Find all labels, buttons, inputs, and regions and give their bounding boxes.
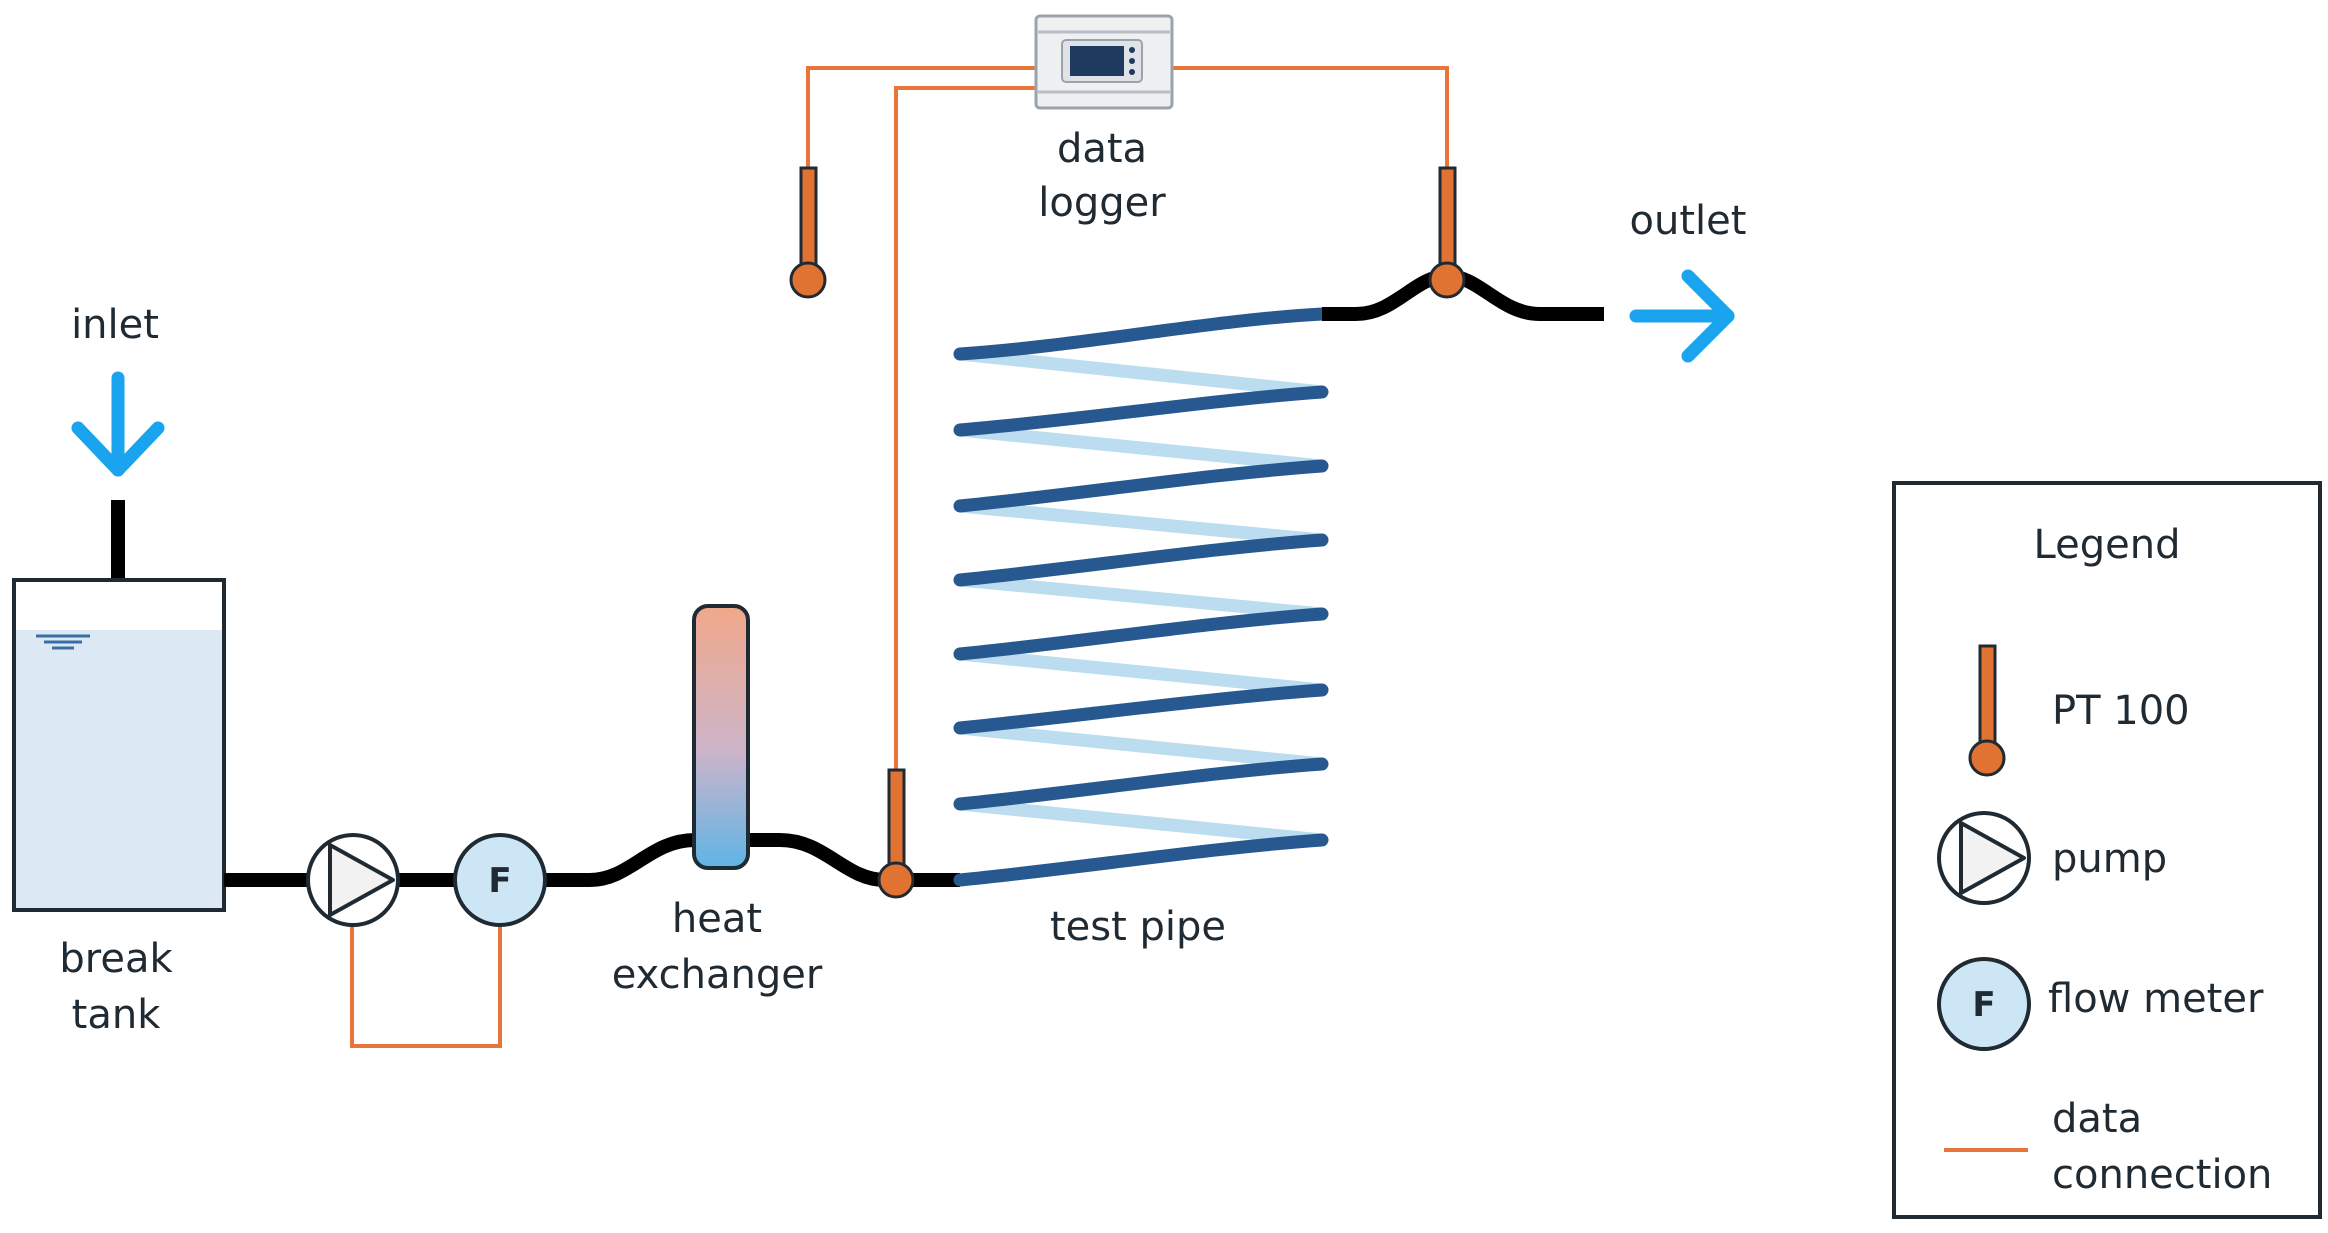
pump-icon (1937, 811, 2031, 905)
data-logger: data logger (1034, 14, 1174, 226)
flow-meter-icon: F (1937, 957, 2031, 1051)
legend-flow-meter-letter: F (1972, 985, 1995, 1025)
break-tank-label-line1: break (59, 936, 173, 982)
legend-label-pt100: PT 100 (2052, 688, 2190, 734)
data-connections (350, 66, 1449, 1048)
inlet-arrow-icon (71, 371, 165, 477)
flow-meter-icon: F (453, 833, 547, 927)
break-tank-label-line2: tank (72, 992, 162, 1038)
legend-label-data-connection-line1: data (2052, 1096, 2142, 1142)
legend-label-data-connection-line2: connection (2052, 1152, 2272, 1198)
legend-item-data-connection: data connection (1944, 1096, 2272, 1198)
inlet-thermometer-icon (877, 768, 915, 899)
test-pipe-coil: test pipe (953, 307, 1329, 950)
heat-exchanger-label-line2: exchanger (612, 952, 823, 998)
data-logger-label-line2: logger (1038, 180, 1166, 226)
coil-back-segments (953, 347, 1329, 847)
data-logger-label-line1: data (1057, 126, 1147, 172)
coil-front-segments (953, 307, 1329, 887)
legend-item-flow-meter: F flow meter (1937, 957, 2264, 1051)
legend-item-pt100: PT 100 (1968, 644, 2190, 777)
outlet-thermometer-icon (1428, 166, 1466, 299)
inlet: inlet (71, 302, 165, 580)
break-tank: break tank (12, 578, 226, 1038)
legend-title: Legend (2034, 522, 2181, 568)
data-connection-logger-outlet-sensor (1168, 66, 1449, 168)
pump-icon (306, 833, 400, 927)
legend: Legend PT 100 pump F flow meter dat (1892, 481, 2322, 1219)
legend-label-flow-meter: flow meter (2048, 976, 2264, 1022)
data-connection-pump-flowmeter (350, 926, 502, 1048)
legend-label-pump: pump (2052, 836, 2167, 882)
heat-exchanger-label-line1: heat (672, 896, 762, 942)
thermometer-icon (1968, 644, 2006, 777)
outlet-label: outlet (1630, 198, 1747, 244)
outlet-arrow-icon (1629, 269, 1735, 363)
data-connection-logger-left-sensor (806, 66, 1040, 168)
data-connection-logger-inlet-sensor (894, 86, 1040, 770)
heat-exchanger: heat exchanger (612, 604, 823, 998)
outlet: outlet (1629, 198, 1747, 363)
legend-item-pump: pump (1937, 811, 2167, 905)
inlet-label: inlet (71, 302, 159, 348)
ambient-thermometer-icon (789, 166, 827, 299)
flow-meter-letter: F (488, 861, 511, 901)
test-pipe-label: test pipe (1050, 904, 1226, 950)
